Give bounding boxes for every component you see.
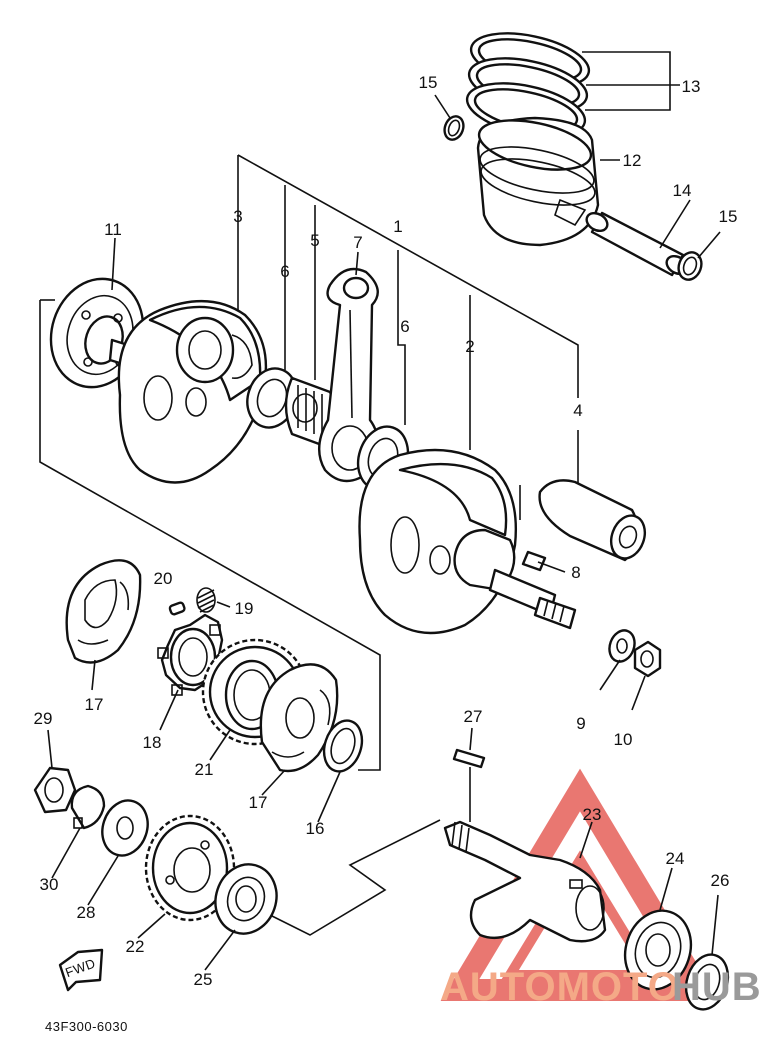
bearing-balancer-right bbox=[623, 909, 693, 991]
lock-plate bbox=[70, 784, 106, 830]
dowel-pin bbox=[168, 601, 186, 616]
front-direction-marker: FWD bbox=[58, 948, 104, 992]
callout-10: 10 bbox=[614, 730, 633, 749]
callout-12: 12 bbox=[623, 151, 642, 170]
circlip-left bbox=[443, 115, 465, 141]
callout-11: 11 bbox=[104, 220, 122, 239]
balancer-plate-right bbox=[259, 663, 339, 773]
callout-17-left: 17 bbox=[85, 695, 104, 714]
callout-1: 1 bbox=[393, 217, 402, 236]
drawing-code: 43F300-6030 bbox=[45, 1019, 128, 1034]
compression-spring bbox=[196, 587, 216, 613]
callout-3: 3 bbox=[233, 207, 242, 226]
callout-9: 9 bbox=[576, 714, 585, 733]
callout-8: 8 bbox=[571, 563, 580, 582]
callout-28: 28 bbox=[77, 903, 96, 922]
lock-washer bbox=[608, 629, 636, 663]
gear-hub bbox=[157, 613, 224, 696]
callout-24: 24 bbox=[666, 849, 685, 868]
callout-4: 4 bbox=[573, 401, 582, 420]
callout-16: 16 bbox=[306, 819, 325, 838]
callout-30: 30 bbox=[40, 875, 59, 894]
callout-15-left: 15 bbox=[419, 73, 438, 92]
callout-23: 23 bbox=[583, 805, 602, 824]
callout-17-right: 17 bbox=[249, 793, 268, 812]
callout-21: 21 bbox=[195, 760, 214, 779]
crank-web-left bbox=[117, 300, 268, 484]
watermark-text-b: HUB bbox=[672, 965, 762, 1009]
callout-29: 29 bbox=[34, 709, 53, 728]
callout-6-lower: 6 bbox=[400, 317, 409, 336]
callout-26: 26 bbox=[711, 871, 730, 890]
plain-washer bbox=[101, 799, 149, 857]
hex-nut-right bbox=[633, 640, 662, 678]
callout-5: 5 bbox=[310, 231, 319, 250]
callout-22: 22 bbox=[126, 937, 145, 956]
callout-14: 14 bbox=[673, 181, 692, 200]
piston bbox=[476, 116, 600, 247]
callout-25: 25 bbox=[194, 970, 213, 989]
callout-20: 20 bbox=[154, 569, 173, 588]
woodruff-key bbox=[521, 550, 547, 572]
shim-washer bbox=[322, 719, 364, 773]
callout-15-right: 15 bbox=[719, 207, 738, 226]
callout-7: 7 bbox=[353, 233, 362, 252]
watermark-text-a: AUTOMOTO bbox=[440, 965, 680, 1009]
watermark-text: AUTOMOTO HUB bbox=[440, 965, 762, 1009]
assembly-frame-lines bbox=[39, 154, 579, 936]
callout-labels: 1 2 3 4 5 6 6 7 8 9 10 11 12 13 14 15 15… bbox=[34, 73, 738, 989]
callout-27: 27 bbox=[464, 707, 483, 726]
balancer-key bbox=[452, 748, 486, 769]
callout-19: 19 bbox=[235, 599, 254, 618]
crankshaft-output bbox=[453, 528, 577, 630]
piston-pin bbox=[585, 211, 689, 277]
circlip-right bbox=[677, 251, 703, 281]
leader-lines bbox=[47, 51, 721, 971]
balancer-gear bbox=[144, 814, 236, 922]
callout-13: 13 bbox=[682, 77, 701, 96]
crank-pin bbox=[538, 479, 647, 562]
oil-seal bbox=[684, 953, 730, 1011]
callout-6-upper: 6 bbox=[280, 262, 289, 281]
bearing-balancer-left bbox=[214, 863, 278, 935]
hex-nut-left bbox=[33, 766, 77, 814]
callout-2: 2 bbox=[465, 337, 474, 356]
balancer-shaft bbox=[443, 820, 607, 943]
callout-18: 18 bbox=[143, 733, 162, 752]
balancer-plate-left bbox=[65, 559, 142, 664]
